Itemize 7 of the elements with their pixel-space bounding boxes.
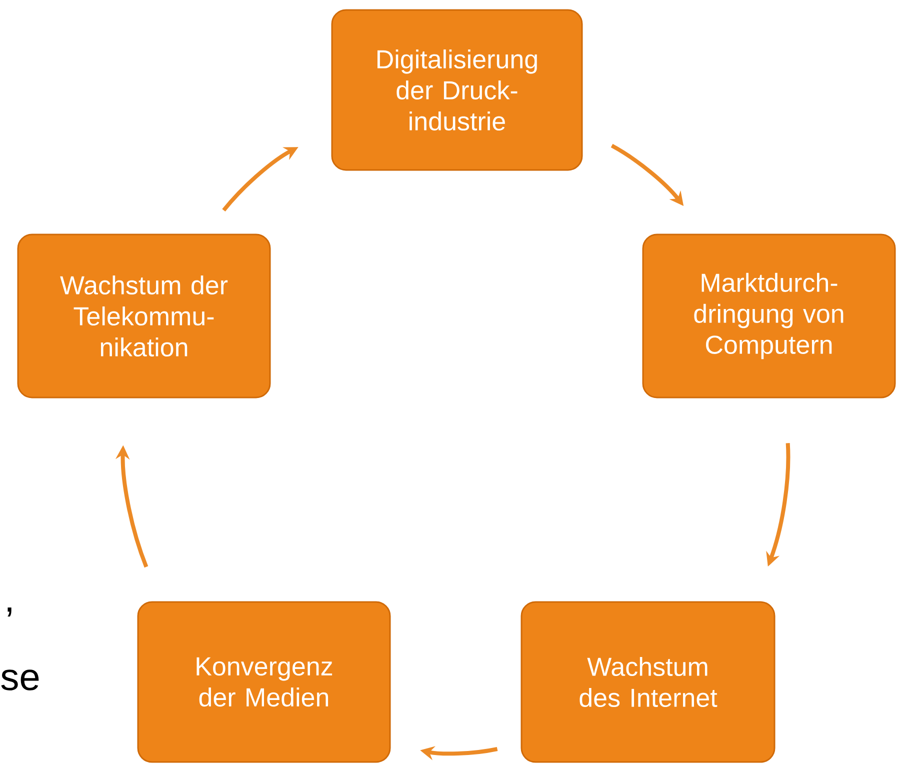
process-box: Konvergenz der Medien [137, 601, 391, 763]
text-fragment: , [8, 608, 12, 616]
process-box: Digitalisierung der Druck- industrie [331, 9, 583, 171]
process-box: Wachstum der Telekommu- nikation [17, 234, 271, 398]
process-box: Marktdurch- dringung von Computern [642, 234, 896, 398]
process-box: Wachstum des Internet [520, 601, 776, 763]
text-fragment: se [1, 670, 39, 690]
